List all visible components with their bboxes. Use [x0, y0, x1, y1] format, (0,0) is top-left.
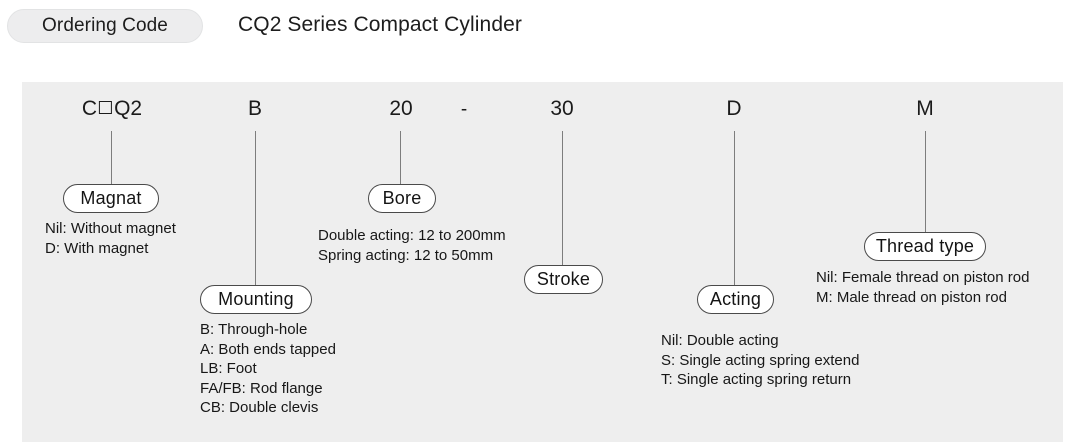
mounting-option-a: A: Both ends tapped	[200, 340, 336, 358]
code-token-acting: D	[726, 97, 742, 120]
ordering-code-badge: Ordering Code	[7, 9, 203, 43]
callout-thread-type: Thread type	[864, 232, 986, 261]
square-placeholder-icon	[99, 101, 113, 114]
mounting-option-cb: CB: Double clevis	[200, 399, 319, 416]
mounting-option-fafb: FA/FB: Rod flange	[200, 379, 323, 397]
callout-bore-description: Double acting: 12 to 200mm Spring acting…	[318, 226, 506, 265]
code-token-stroke: 30	[550, 97, 574, 120]
page-title: CQ2 Series Compact Cylinder	[238, 13, 522, 36]
callout-magnet-description: Nil: Without magnet D: With magnet	[45, 219, 176, 258]
callout-mounting-description: B: Through-hole A: Both ends tapped LB: …	[200, 320, 336, 418]
callout-magnet-label: Magnat	[80, 188, 142, 208]
connector-line-stroke	[562, 131, 563, 265]
bore-option-spring-acting: Spring acting: 12 to 50mm	[318, 246, 494, 264]
callout-bore-label: Bore	[382, 188, 422, 208]
mounting-option-b: B: Through-hole	[200, 321, 308, 338]
callout-acting-label: Acting	[709, 289, 762, 309]
acting-option-nil: Nil: Double acting	[661, 332, 779, 349]
code-token-thread: M	[916, 97, 934, 120]
bore-option-double-acting: Double acting: 12 to 200mm	[318, 227, 506, 244]
callout-thread-type-label: Thread type	[875, 236, 975, 256]
connector-line-thread	[925, 131, 926, 232]
connector-line-mounting	[255, 131, 256, 285]
magnet-option-nil: Nil: Without magnet	[45, 220, 176, 237]
mounting-option-lb: LB: Foot	[200, 360, 257, 377]
callout-acting-description: Nil: Double acting S: Single acting spri…	[661, 331, 859, 390]
callout-stroke: Stroke	[524, 265, 603, 294]
connector-line-acting	[734, 131, 735, 285]
callout-bore: Bore	[368, 184, 436, 213]
thread-option-nil: Nil: Female thread on piston rod	[816, 269, 1030, 286]
ordering-code-badge-label: Ordering Code	[42, 15, 168, 36]
code-token-mounting: B	[247, 97, 263, 120]
code-token-bore: 20	[389, 97, 413, 120]
thread-option-m: M: Male thread on piston rod	[816, 288, 1007, 306]
callout-acting: Acting	[697, 285, 774, 314]
diagram-panel	[22, 82, 1063, 442]
code-token-model: C Q2	[82, 97, 142, 121]
callout-magnet: Magnat	[63, 184, 159, 213]
callout-stroke-label: Stroke	[536, 269, 591, 289]
acting-option-t: T: Single acting spring return	[661, 371, 852, 388]
code-token-model-suffix: Q2	[114, 97, 143, 120]
callout-mounting: Mounting	[200, 285, 312, 314]
code-token-dash: -	[460, 99, 468, 120]
connector-line-bore	[400, 131, 401, 184]
callout-thread-type-description: Nil: Female thread on piston rod M: Male…	[816, 268, 1029, 307]
magnet-option-d: D: With magnet	[45, 239, 149, 257]
code-token-model-prefix: C	[81, 97, 98, 120]
connector-line-magnet	[111, 131, 112, 184]
callout-mounting-label: Mounting	[218, 289, 294, 309]
acting-option-s: S: Single acting spring extend	[661, 351, 860, 369]
